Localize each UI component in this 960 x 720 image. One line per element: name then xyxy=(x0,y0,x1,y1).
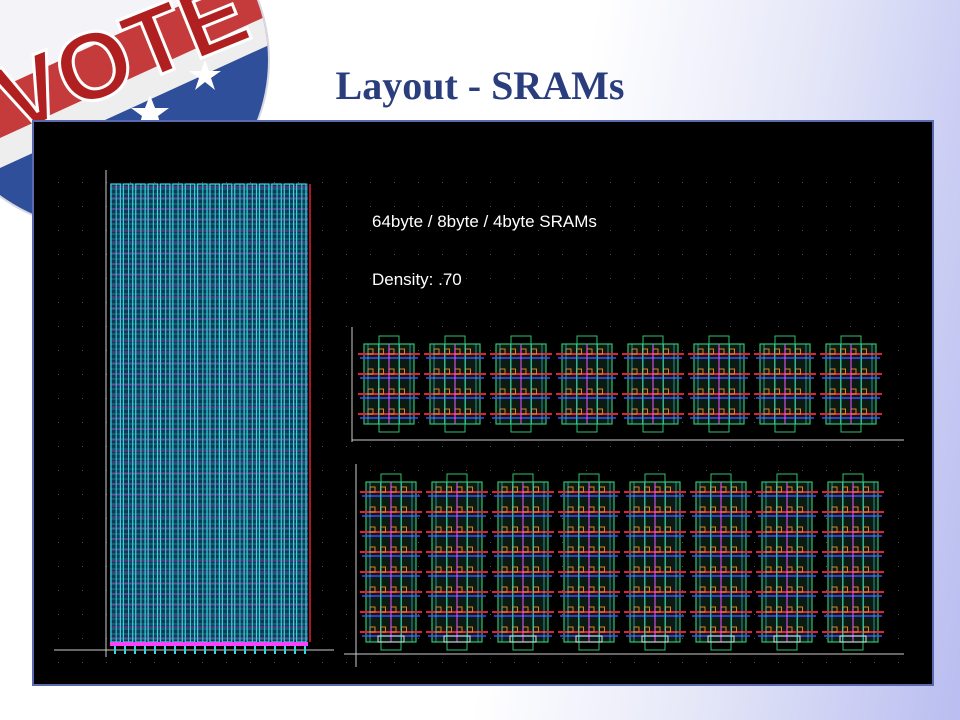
layout-screenshot-panel: 64byte / 8byte / 4byte SRAMs Density: .7… xyxy=(32,120,934,686)
sense-amp-pad xyxy=(839,635,867,643)
sense-amp-pad xyxy=(377,635,405,643)
sram-64byte-array xyxy=(110,184,308,642)
sense-amp-pad xyxy=(641,635,669,643)
sense-amp-pad xyxy=(707,635,735,643)
sram-sizes-caption: 64byte / 8byte / 4byte SRAMs xyxy=(372,212,597,231)
sense-amp-pad xyxy=(575,635,603,643)
sense-amp-pad xyxy=(773,635,801,643)
sense-amp-pad xyxy=(509,635,537,643)
slide-title: Layout - SRAMs xyxy=(335,63,625,108)
density-caption: Density: .70 xyxy=(372,270,462,289)
sram-layout-drawing xyxy=(54,170,904,667)
sense-amp-pad xyxy=(443,635,471,643)
sram-64byte-bottom-rail xyxy=(110,642,308,646)
